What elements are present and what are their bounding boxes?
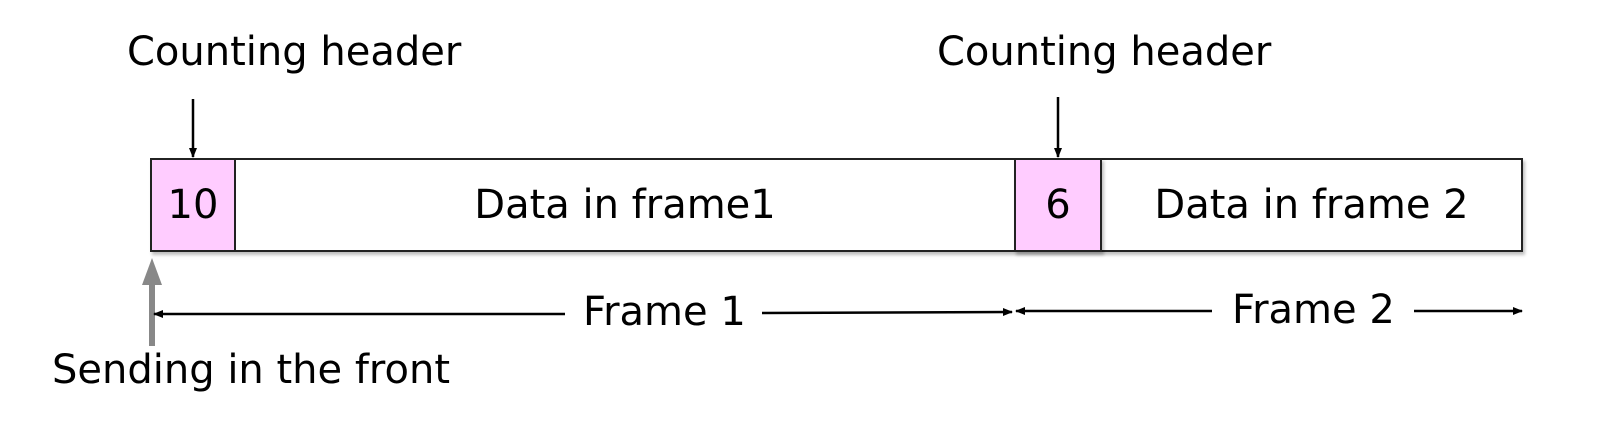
frame1-count-cell: 10 xyxy=(150,158,236,252)
frame2-data-label: Data in frame 2 xyxy=(1154,182,1469,228)
sending-in-front-label: Sending in the front xyxy=(52,347,451,393)
counting-header-label-1: Counting header xyxy=(127,29,462,75)
frame2-count: 6 xyxy=(1045,182,1071,228)
frame2-span-label: Frame 2 xyxy=(1232,287,1395,333)
frame2-data-cell: Data in frame 2 xyxy=(1102,160,1521,250)
frame1-span-label: Frame 1 xyxy=(583,289,746,335)
frame-bar xyxy=(150,158,1523,252)
frame2-count-cell: 6 xyxy=(1014,158,1102,252)
frame1-data-label: Data in frame1 xyxy=(474,182,776,228)
frame1-count: 10 xyxy=(167,182,219,228)
frame1-span-right xyxy=(761,308,1013,317)
sending-front-arrowhead xyxy=(142,258,162,285)
frame1-data-cell: Data in frame1 xyxy=(236,160,1014,250)
counting-header-label-2: Counting header xyxy=(937,29,1272,75)
